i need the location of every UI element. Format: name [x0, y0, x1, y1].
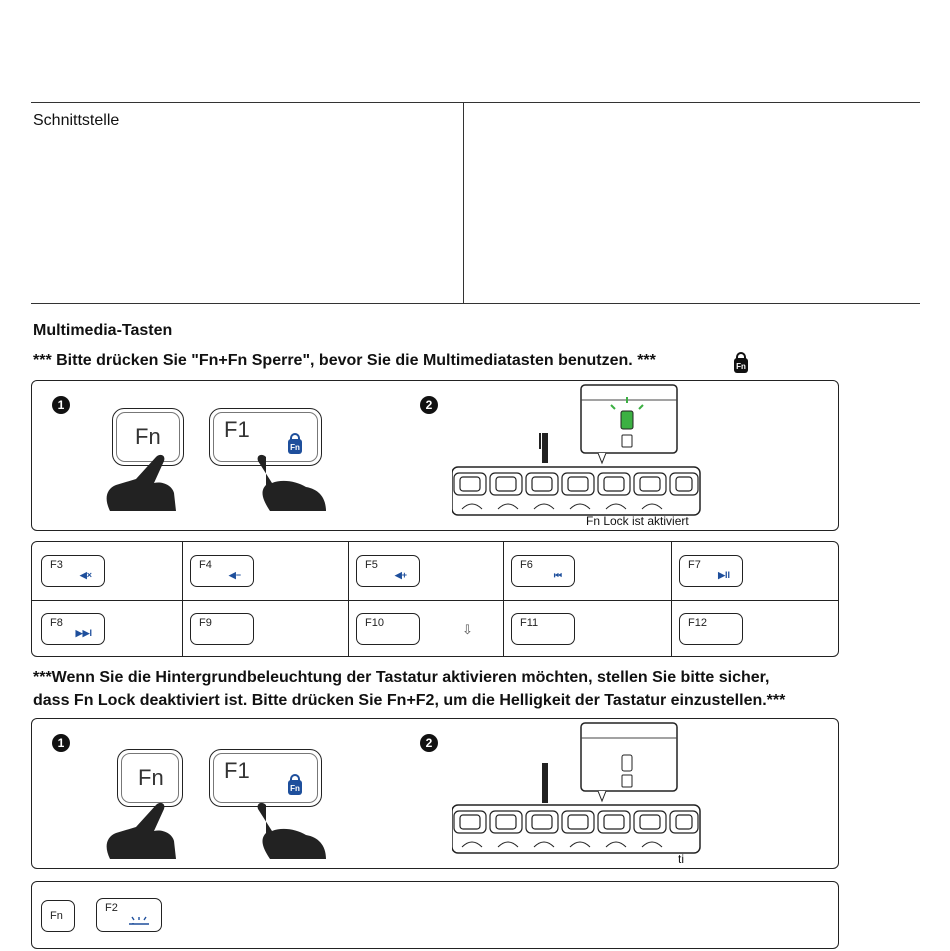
- hand-pointer-icon-2: [257, 802, 326, 859]
- multimedia-keys-grid: F3 ◀× F4 ◀− F5 ◀+ F6 ⏮ F7 ▶II F8 ▶▶I F9 …: [31, 541, 839, 657]
- table-top-border: [31, 102, 920, 103]
- fn-unlock-panel: 1 2 Fn F1 Fn ti: [31, 718, 839, 869]
- fn-lock-caption: Fn Lock ist aktiviert: [586, 514, 689, 528]
- backlight-keys-panel: Fn F2: [31, 881, 839, 949]
- fn-key-label: Fn: [50, 910, 63, 922]
- backlight-note-line2: dass Fn Lock deaktiviert ist. Bitte drüc…: [33, 692, 786, 709]
- fn-key-small: Fn: [41, 900, 75, 932]
- f11-key-label: F11: [520, 617, 539, 629]
- f10-key: F10: [356, 613, 420, 645]
- f9-key: F9: [190, 613, 254, 645]
- backlight-icon: [129, 916, 149, 925]
- f1-key-label: F1: [224, 417, 250, 442]
- keyboard-led-illustration: [452, 384, 701, 516]
- f7-key-label: F7: [688, 559, 701, 571]
- f9-key-label: F9: [199, 617, 212, 629]
- volume-down-icon: ◀−: [228, 570, 241, 580]
- next-track-icon: ▶▶I: [75, 628, 92, 638]
- mute-icon: ◀×: [79, 570, 92, 580]
- f8-key: F8 ▶▶I: [41, 613, 105, 645]
- step-number-2: 2: [420, 396, 438, 414]
- step-number-1: 1: [52, 396, 70, 414]
- f12-key-label: F12: [688, 617, 707, 629]
- f7-key: F7 ▶II: [679, 555, 743, 587]
- f5-key: F5 ◀+: [356, 555, 420, 587]
- hand-pointer-icon: [106, 802, 176, 859]
- f8-key-label: F8: [50, 617, 63, 629]
- f6-key: F6 ⏮: [511, 555, 575, 587]
- hand-pointer-icon-2: [257, 454, 326, 511]
- step-number-2: 2: [420, 734, 438, 752]
- volume-up-icon: ◀+: [394, 570, 407, 580]
- f12-key: F12: [679, 613, 743, 645]
- fn-lock-note: *** Bitte drücken Sie "Fn+Fn Sperre", be…: [33, 352, 656, 369]
- previous-track-icon: ⏮: [553, 570, 562, 580]
- f11-key: F11: [511, 613, 575, 645]
- grid-col-divider: [503, 542, 504, 656]
- fn-lock-panel: 1 2 Fn F1 Fn Fn Lock ist akti: [31, 380, 839, 531]
- fn-key-label: Fn: [135, 424, 161, 449]
- table-divider: [463, 102, 464, 304]
- backlight-note-line1: ***Wenn Sie die Hintergrundbeleuchtung d…: [33, 669, 770, 686]
- step-number-1: 1: [52, 734, 70, 752]
- fn-key-label: Fn: [138, 765, 164, 790]
- fn-lock-icon: Fn: [734, 352, 748, 373]
- f2-key: F2: [96, 898, 162, 932]
- play-pause-icon: ▶II: [718, 570, 730, 580]
- keyboard-led-off-illustration: [452, 722, 701, 854]
- f3-key: F3 ◀×: [41, 555, 105, 587]
- f4-key: F4 ◀−: [190, 555, 254, 587]
- fn-key: Fn: [112, 408, 184, 466]
- down-arrow-icon: ⇩: [462, 622, 473, 637]
- f1-key-label: F1: [224, 758, 250, 783]
- f2-key-label: F2: [105, 902, 118, 914]
- grid-col-divider: [671, 542, 672, 656]
- f5-key-label: F5: [365, 559, 378, 571]
- fn-lock-badge-icon: Fn: [288, 433, 302, 454]
- fn-unlock-caption: ti: [678, 852, 684, 866]
- section-title: Multimedia-Tasten: [33, 322, 173, 339]
- f3-key-label: F3: [50, 559, 63, 571]
- f1-key: F1 Fn: [209, 749, 322, 807]
- f10-key-label: F10: [365, 617, 384, 629]
- grid-col-divider: [348, 542, 349, 656]
- table-bottom-border: [31, 303, 920, 304]
- fn-lock-badge-icon: Fn: [288, 774, 302, 795]
- f6-key-label: F6: [520, 559, 533, 571]
- table-cell-interface: Schnittstelle: [33, 112, 120, 129]
- hand-pointer-icon: [106, 454, 176, 511]
- f4-key-label: F4: [199, 559, 212, 571]
- grid-row-divider: [32, 600, 838, 601]
- fn-key: Fn: [117, 749, 183, 807]
- grid-col-divider: [182, 542, 183, 656]
